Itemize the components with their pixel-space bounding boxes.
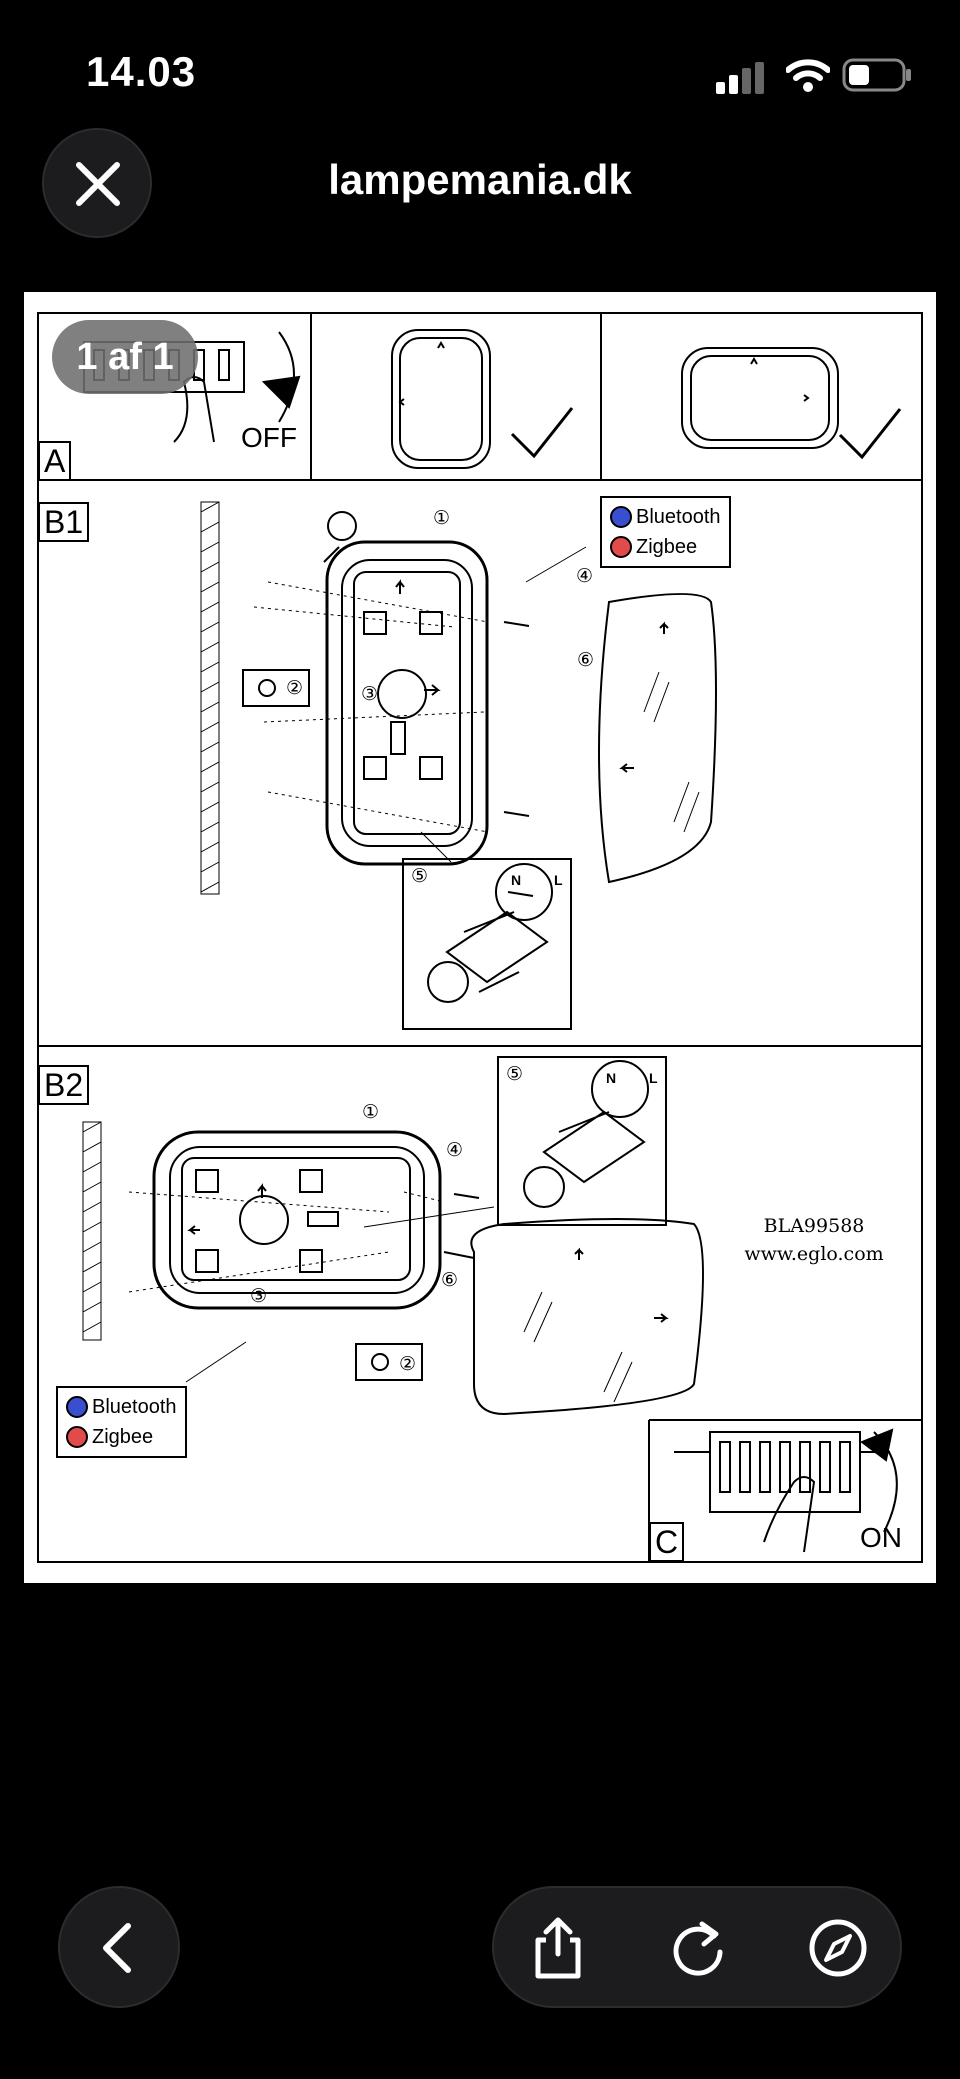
callout-3: ③ [361,683,379,705]
reload-icon[interactable] [664,1914,732,1982]
back-button[interactable] [58,1886,180,2008]
zigbee-icon [66,1426,88,1448]
bluetooth-icon [66,1396,88,1418]
bluetooth-icon [610,506,632,528]
section-label-c: C [649,1522,685,1562]
section-label-a: A [38,441,72,481]
section-label-b2: B2 [38,1065,90,1105]
off-label: OFF [241,422,297,453]
status-time: 14.03 [86,48,197,95]
action-toolbar [492,1886,902,2008]
zigbee-icon [610,536,632,558]
instruction-sheet: A B1 B2 C OFF ON Bluetooth Zigbee Blueto… [24,292,936,1583]
callout-4-b2: ④ [446,1139,464,1161]
callout-2-b2: ② [399,1353,417,1375]
wifi-icon [786,59,830,92]
page-counter-badge: 1 af 1 [52,320,198,394]
on-label: ON [860,1522,902,1553]
callout-6-b2: ⑥ [441,1269,459,1291]
callout-1-b2: ① [362,1101,380,1123]
callout-4: ④ [576,565,594,587]
callout-2: ② [286,677,304,699]
product-website: www.eglo.com [744,1243,884,1265]
battery-icon [842,58,911,92]
section-label-b1: B1 [38,502,90,542]
chevron-left-icon [103,1923,131,1973]
terminal-n: N [511,872,522,888]
page-title: lampemania.dk [328,156,632,203]
connectivity-legend-b1: Bluetooth Zigbee [600,496,731,568]
terminal-n-b2: N [606,1070,617,1086]
terminal-l: L [554,872,563,888]
callout-3-b2: ③ [250,1285,268,1307]
share-icon[interactable] [524,1914,592,1982]
callout-5-b2: ⑤ [506,1063,524,1085]
callout-5: ⑤ [411,865,429,887]
close-button[interactable] [42,128,152,238]
connectivity-legend-b2: Bluetooth Zigbee [56,1386,187,1458]
cellular-signal-icon [716,62,764,94]
callout-6: ⑥ [577,649,595,671]
terminal-l-b2: L [649,1070,658,1086]
product-code: BLA99588 [763,1215,865,1237]
close-icon [76,162,120,206]
compass-icon[interactable] [804,1914,872,1982]
callout-1: ① [433,507,451,529]
